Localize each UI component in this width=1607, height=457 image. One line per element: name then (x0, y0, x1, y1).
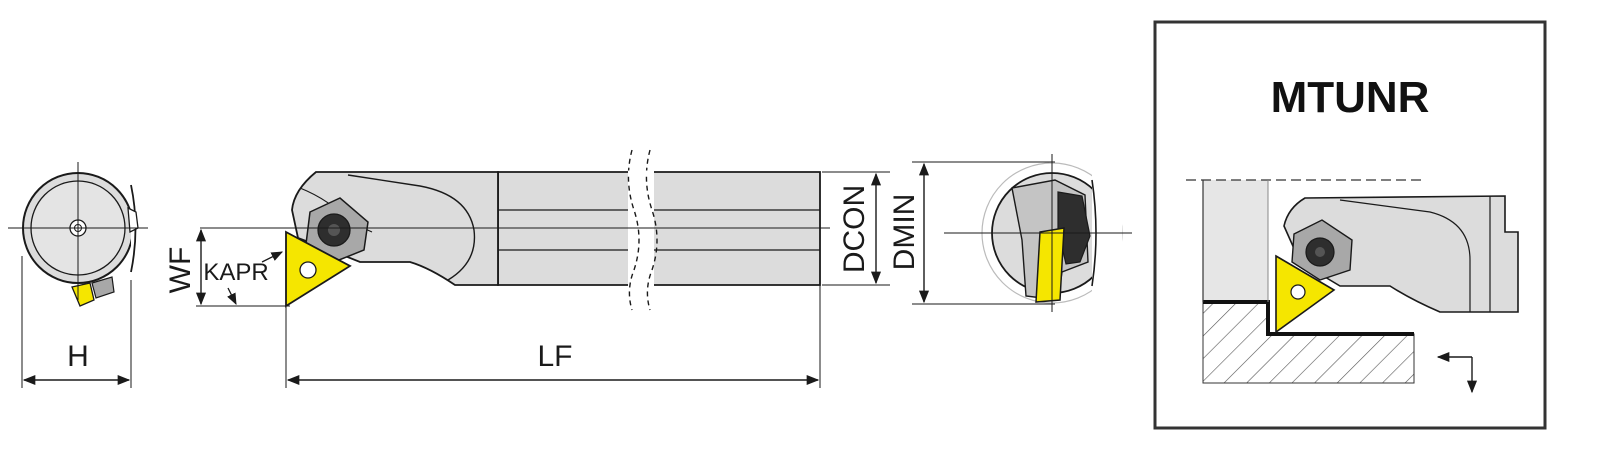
workpiece-edge (1203, 300, 1414, 336)
model-title: MTUNR (1271, 73, 1430, 122)
kapr-label: KAPR (203, 259, 268, 286)
detail-box: MTUNR (1153, 20, 1547, 430)
insert-screw (299, 261, 317, 279)
lf-label: LF (537, 340, 572, 373)
front-view-insert (1035, 227, 1065, 303)
kapr-arrow-upper (261, 251, 284, 263)
end-view: H (8, 162, 148, 388)
break-line-right (645, 149, 658, 311)
detail-tool (1283, 195, 1519, 313)
break-line-left (627, 149, 640, 311)
dcon-label: DCON (838, 185, 871, 273)
dmin-label: DMIN (888, 194, 921, 271)
kapr-arrow-lower (227, 287, 237, 306)
workpiece-bore (1203, 180, 1268, 302)
feed-direction-icon (1436, 351, 1478, 394)
h-label: H (67, 340, 89, 373)
shank (497, 171, 821, 286)
end-view-insert (71, 282, 95, 307)
wf-label: WF (164, 247, 197, 294)
front-view (944, 154, 1132, 312)
side-view: WF KAPR LF DCON DMIN (164, 149, 1055, 388)
cutting-insert (285, 230, 352, 308)
